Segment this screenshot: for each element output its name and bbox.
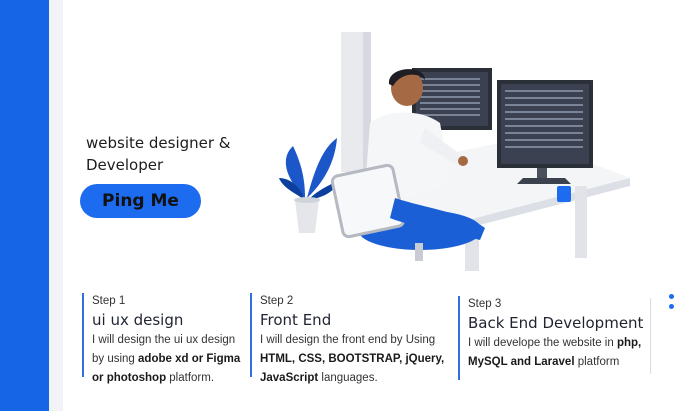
step-3-description: I will develope the website in php, MySQ… bbox=[468, 334, 654, 372]
left-accent-shadow bbox=[49, 0, 63, 411]
step-3-number: Step 3 bbox=[468, 298, 502, 310]
hero-tagline: website designer & Developer bbox=[86, 132, 266, 176]
step-1: Step 1 ui ux design I will design the ui… bbox=[82, 293, 248, 384]
step-2-desc-tools: HTML, CSS, BOOTSTRAP, jQuery, JavaScript bbox=[260, 353, 445, 384]
step-1-number: Step 1 bbox=[92, 295, 126, 307]
step-1-title: ui ux design bbox=[92, 311, 184, 329]
step-2-title: Front End bbox=[260, 311, 332, 329]
step-2-description: I will design the front end by Using HTM… bbox=[260, 331, 460, 388]
step-3-divider bbox=[650, 298, 651, 374]
step-3: Step 3 Back End Development I will devel… bbox=[458, 296, 654, 380]
chair-back bbox=[330, 163, 406, 239]
developer-illustration bbox=[279, 32, 630, 271]
step-3-desc-text: I will develope the website in bbox=[468, 337, 617, 349]
step-2-desc-end: languages. bbox=[318, 372, 378, 384]
more-vertical-icon[interactable] bbox=[669, 294, 675, 314]
step-1-description: I will design the ui ux design by using … bbox=[92, 331, 248, 388]
wall-panel bbox=[341, 32, 363, 172]
step-3-desc-tools: php, MySQL and Laravel bbox=[468, 337, 642, 368]
step-1-desc-tools: adobe xd or Figma or photoshop bbox=[92, 353, 241, 384]
step-2-number: Step 2 bbox=[260, 295, 294, 307]
tagline-line-1: website designer & bbox=[86, 134, 231, 152]
step-3-title: Back End Development bbox=[468, 314, 644, 332]
step-1-desc-end: platform. bbox=[166, 372, 215, 384]
ping-me-button[interactable]: Ping Me bbox=[80, 184, 201, 218]
step-2-desc-text: I will design the front end by Using bbox=[260, 334, 436, 346]
step-1-desc-text: I will design the ui ux design by using bbox=[92, 334, 236, 365]
tagline-line-2: Developer bbox=[86, 156, 164, 174]
left-accent-bar bbox=[0, 0, 49, 411]
step-2: Step 2 Front End I will design the front… bbox=[250, 293, 460, 384]
cup bbox=[557, 186, 571, 202]
plant bbox=[279, 138, 341, 200]
step-3-desc-end: platform bbox=[574, 356, 620, 368]
